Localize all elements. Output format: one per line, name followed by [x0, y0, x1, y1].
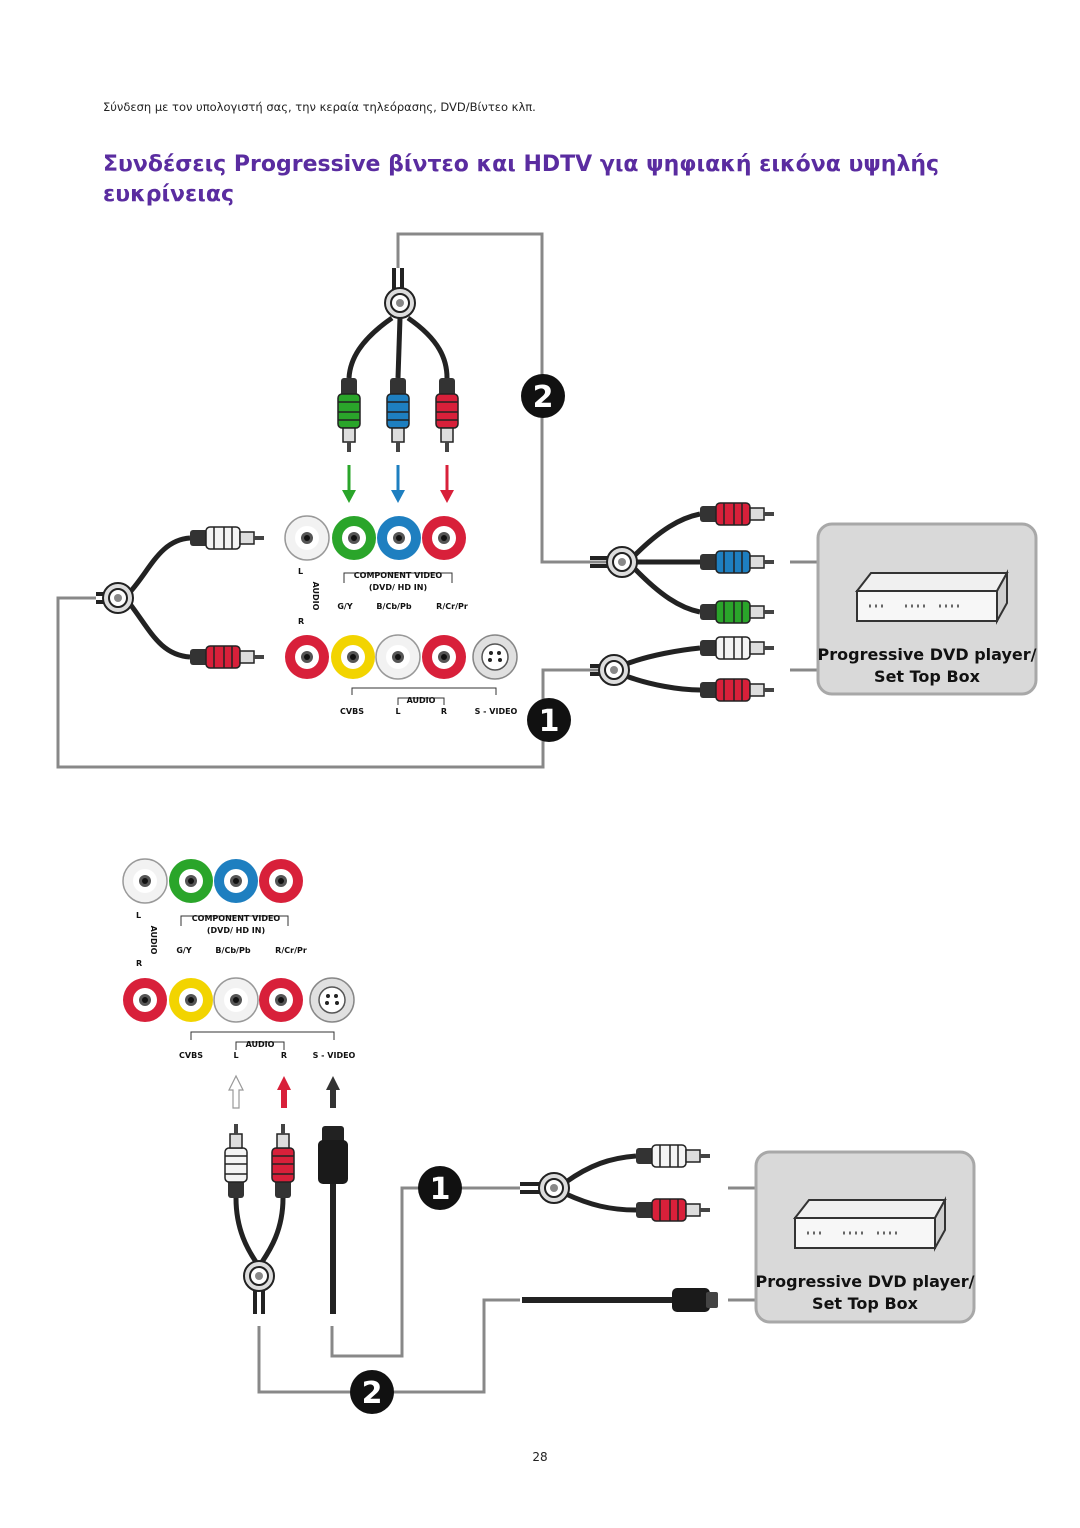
- audio-label-vertical-b: AUDIO: [149, 926, 158, 955]
- bcbpb-label-b: B/Cb/Pb: [215, 946, 250, 955]
- audio-r-label-b: R: [136, 959, 142, 968]
- dvd-player-device-bottom: Progressive DVD player/ Set Top Box: [754, 1150, 976, 1324]
- dvd-player-device-top: Progressive DVD player/ Set Top Box: [816, 522, 1038, 696]
- audio-label-vertical: AUDIO: [311, 582, 320, 611]
- audio-bottom-label-b: AUDIO: [246, 1040, 275, 1049]
- cvbs-label-b: CVBS: [179, 1051, 203, 1060]
- step-badge-2-top: 2: [521, 374, 565, 418]
- cvbs-label: CVBS: [340, 707, 364, 716]
- component-cable-right: [590, 502, 775, 624]
- svg-text:2: 2: [533, 380, 554, 415]
- audio-r-label: R: [298, 617, 304, 626]
- step-badge-1-bottom: 1: [418, 1166, 462, 1210]
- svg-text:1: 1: [430, 1172, 451, 1207]
- insert-arrows: [342, 465, 454, 503]
- r-bottom-label-b: R: [281, 1051, 287, 1060]
- rcrpr-label: R/Cr/Pr: [436, 602, 468, 611]
- audio-cable-vertical: [224, 1123, 295, 1314]
- tv-connector-panel-bottom: AUDIO L R COMPONENT VIDEO (DVD/ HD IN) G…: [122, 858, 356, 1060]
- r-bottom-label: R: [441, 707, 447, 716]
- audio-cable-right-top: [590, 636, 775, 702]
- audio-cable-right-bottom: [520, 1144, 711, 1222]
- component-cable-top: [337, 268, 459, 453]
- intro-caption: Σύνδεση με τον υπολογιστή σας, την κεραί…: [103, 100, 536, 114]
- l-bottom-label-b: L: [233, 1051, 238, 1060]
- dvd-hd-in-label: (DVD/ HD IN): [369, 583, 427, 592]
- rcrpr-label-b: R/Cr/Pr: [275, 946, 307, 955]
- audio-l-label: L: [298, 567, 303, 576]
- dvd-hd-in-label-b: (DVD/ HD IN): [207, 926, 265, 935]
- top-diagram: AUDIO L R COMPONENT VIDEO (DVD/ HD IN) G…: [56, 232, 1038, 769]
- l-bottom-label: L: [395, 707, 400, 716]
- gy-label-b: G/Y: [176, 946, 191, 955]
- svideo-cable-vertical: [318, 1126, 348, 1314]
- tv-connector-panel-top: AUDIO L R COMPONENT VIDEO (DVD/ HD IN) G…: [284, 515, 518, 716]
- audio-l-label-b: L: [136, 911, 141, 920]
- svideo-cable-horizontal: [522, 1288, 718, 1312]
- svideo-label-b: S - VIDEO: [313, 1051, 356, 1060]
- device-line2: Set Top Box: [874, 667, 981, 686]
- component-video-label: COMPONENT VIDEO: [354, 571, 443, 580]
- device-line1: Progressive DVD player/: [818, 645, 1037, 664]
- svg-text:2: 2: [362, 1376, 383, 1411]
- audio-bottom-label: AUDIO: [407, 696, 436, 705]
- svideo-label: S - VIDEO: [475, 707, 518, 716]
- device-line2-b: Set Top Box: [812, 1294, 919, 1313]
- step-badge-2-bottom: 2: [350, 1370, 394, 1414]
- device-line1-b: Progressive DVD player/: [756, 1272, 975, 1291]
- component-video-label-b: COMPONENT VIDEO: [192, 914, 281, 923]
- audio-cable-left-top: [96, 526, 265, 669]
- bottom-diagram: AUDIO L R COMPONENT VIDEO (DVD/ HD IN) G…: [122, 858, 976, 1414]
- gy-label: G/Y: [337, 602, 352, 611]
- insert-arrows-up: [228, 1074, 340, 1109]
- section-heading: Συνδέσεις Progressive βίντεο και HDTV γι…: [103, 152, 940, 207]
- page-number: 28: [532, 1450, 548, 1464]
- bcbpb-label: B/Cb/Pb: [376, 602, 411, 611]
- step-badge-1-top: 1: [527, 698, 571, 742]
- svg-text:1: 1: [539, 704, 560, 739]
